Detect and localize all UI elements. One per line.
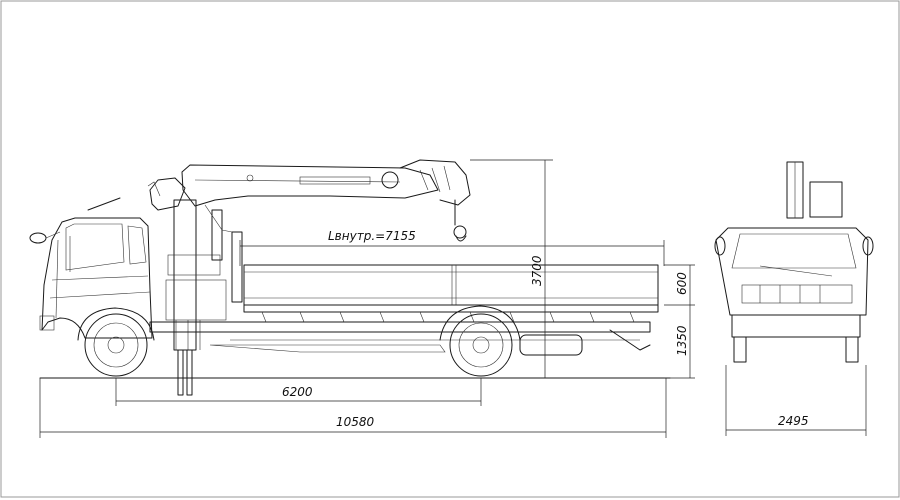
overall-length-dimension: 10580 bbox=[39, 378, 667, 438]
overall-width-dimension: 2495 bbox=[725, 365, 867, 436]
side-height-label: 600 bbox=[675, 272, 689, 295]
wheelbase-dimension: 6200 bbox=[115, 378, 482, 406]
side-height-dimension: 600 bbox=[664, 264, 695, 306]
overall-height-label: 3700 bbox=[530, 255, 544, 286]
front-wheel bbox=[77, 307, 155, 377]
inner-length-label: Lвнутр.=7155 bbox=[328, 229, 416, 243]
rear-wheel bbox=[439, 305, 521, 377]
platform-height-label: 1350 bbox=[675, 325, 689, 356]
overall-width-label: 2495 bbox=[778, 414, 809, 428]
crane-top-front bbox=[809, 181, 843, 218]
overall-length-label: 10580 bbox=[336, 415, 375, 429]
overall-height-dimension: 3700 bbox=[470, 159, 553, 378]
crane-column bbox=[147, 177, 243, 396]
platform-height-dimension: 1350 bbox=[664, 305, 695, 379]
crane-boom bbox=[181, 159, 471, 242]
side-view: Lвнутр.=7155 3700 600 1350 6200 bbox=[29, 159, 695, 438]
cab-front bbox=[715, 227, 869, 316]
wheelbase-label: 6200 bbox=[282, 385, 313, 399]
front-view: 2495 bbox=[714, 161, 874, 436]
cab bbox=[29, 197, 153, 339]
cargo-body bbox=[149, 264, 659, 356]
inner-length-dimension: Lвнутр.=7155 bbox=[239, 229, 665, 266]
